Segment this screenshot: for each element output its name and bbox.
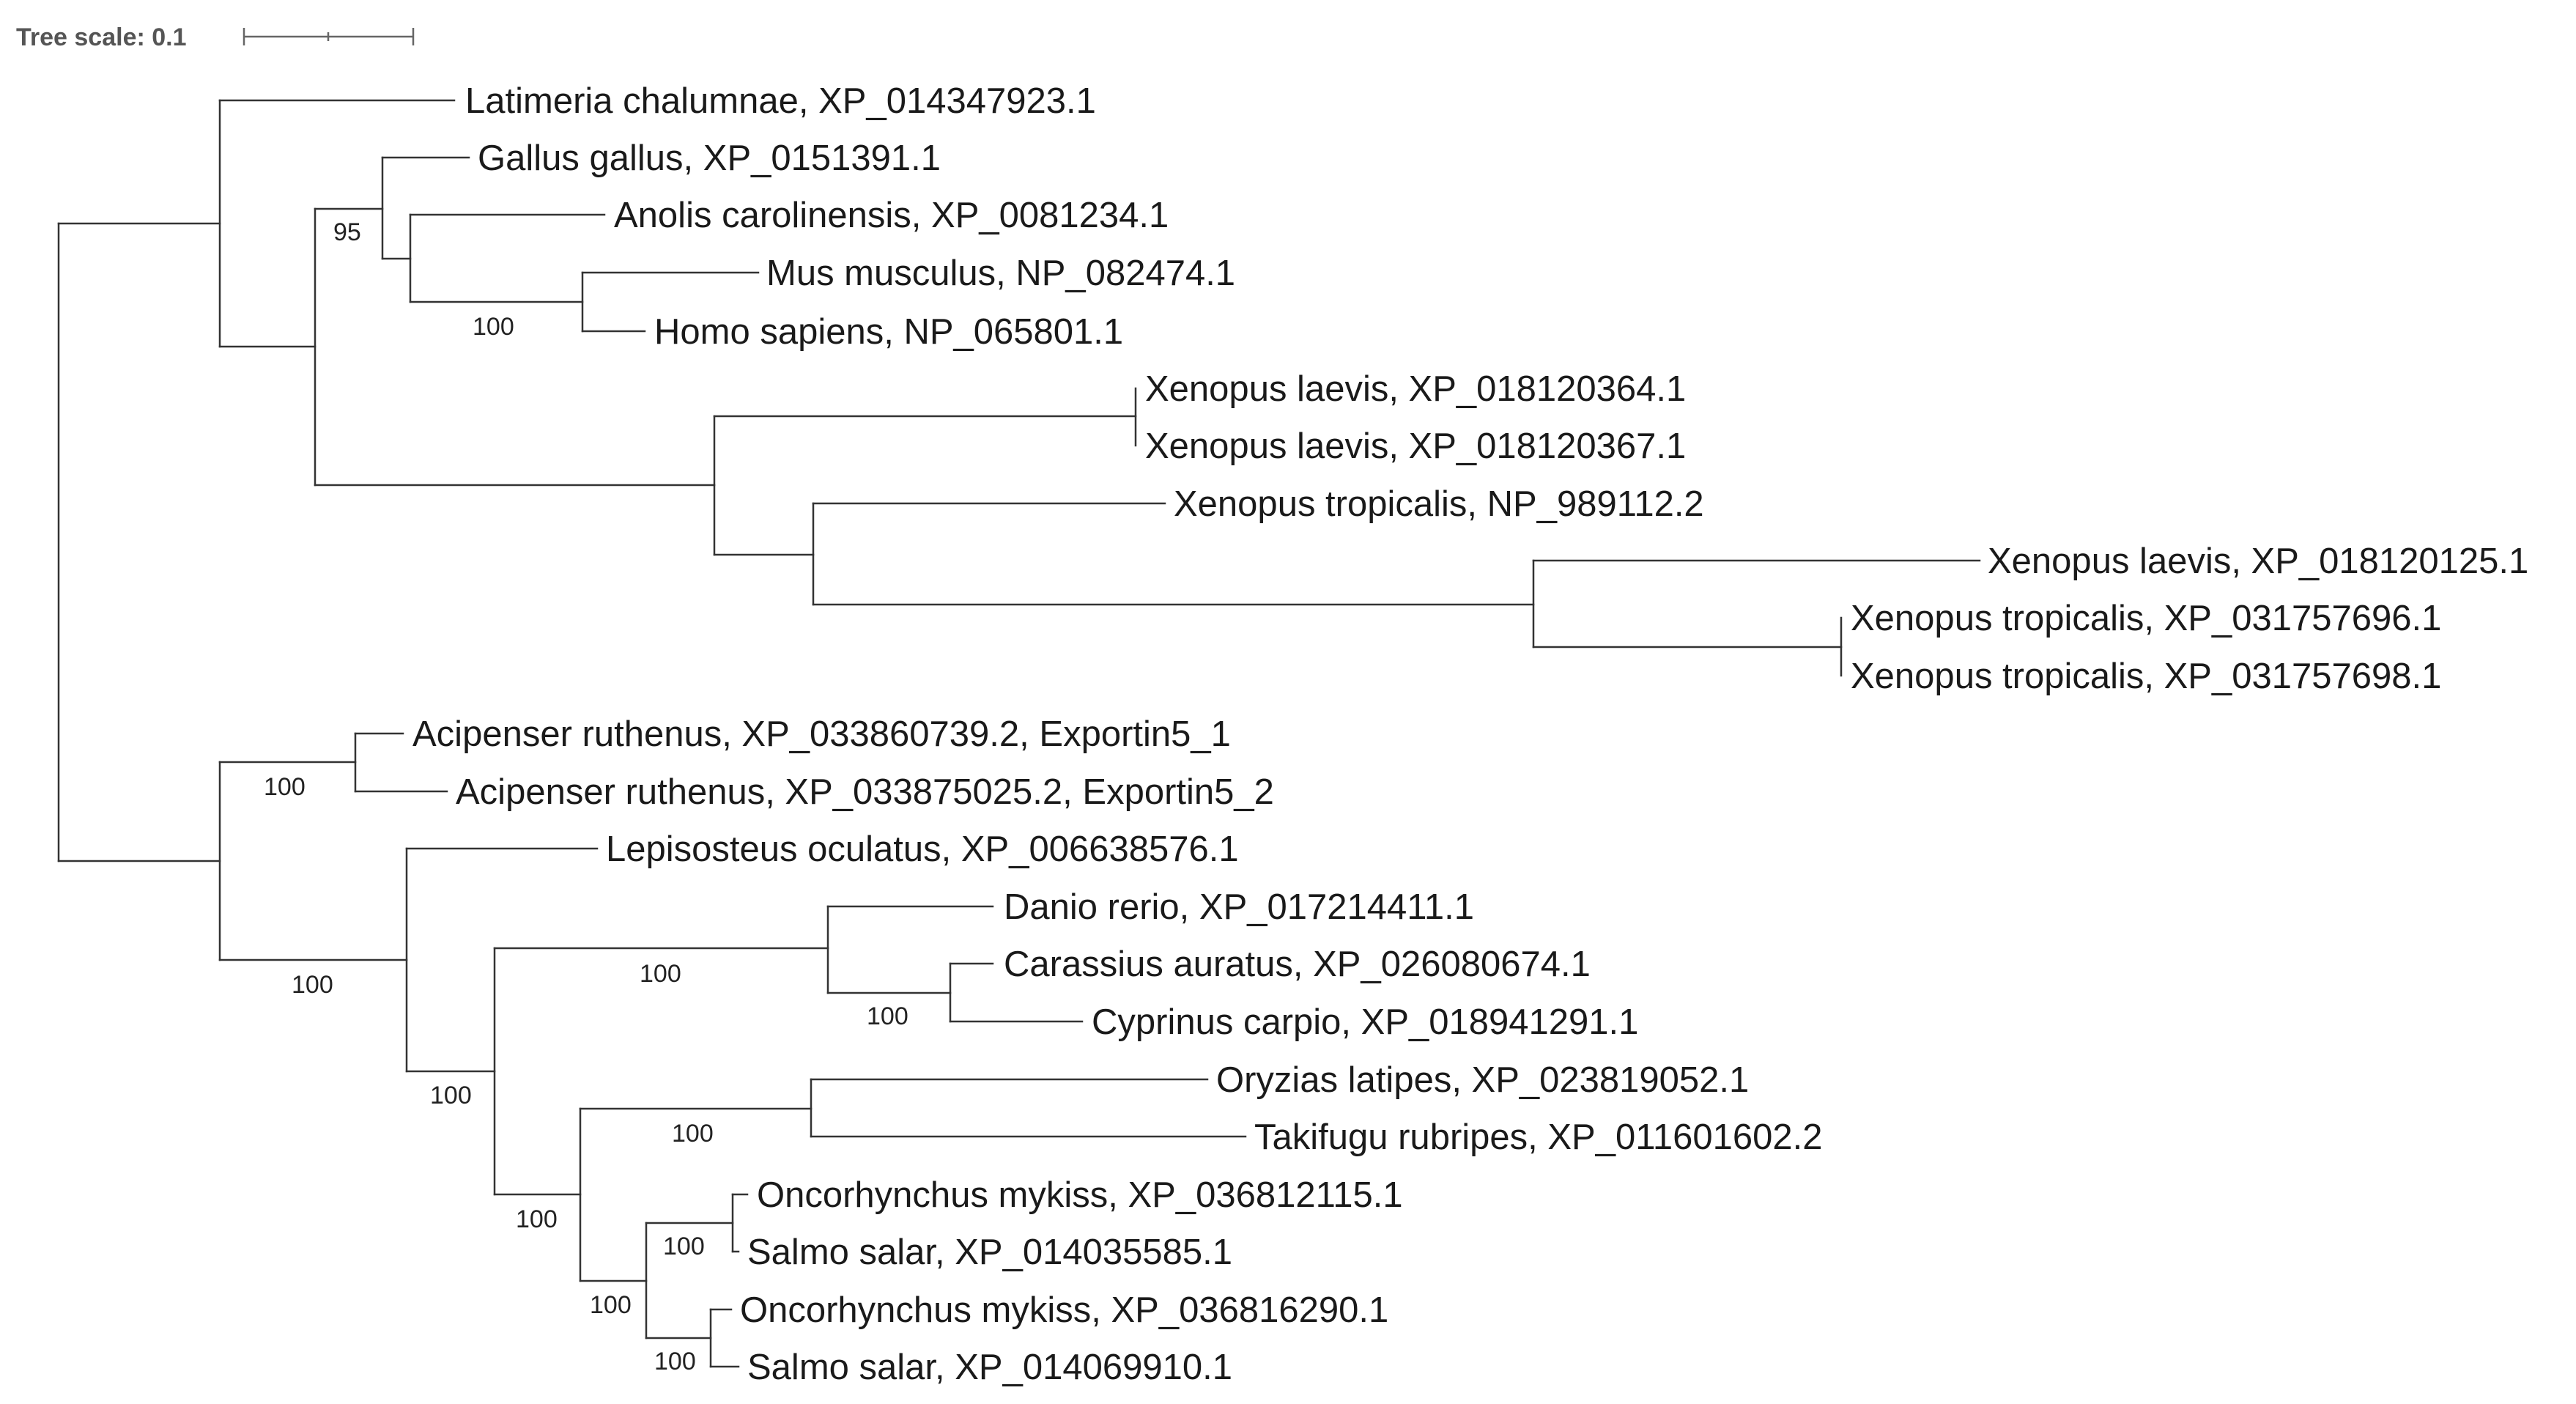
support-labels: 95 100 100 100 100 100 100 100 100 100 1…: [264, 218, 908, 1375]
leaf-label: Salmo salar, XP_014069910.1: [747, 1348, 1232, 1387]
leaf-labels: Latimeria chalumnae, XP_014347923.1 Gall…: [412, 81, 2528, 1387]
support-value: 100: [292, 971, 333, 999]
support-value: 100: [663, 1233, 705, 1260]
support-value: 100: [590, 1291, 632, 1319]
leaf-label: Acipenser ruthenus, XP_033860739.2, Expo…: [412, 714, 1231, 754]
support-value: 100: [672, 1120, 714, 1148]
leaf-label: Xenopus tropicalis, XP_031757696.1: [1851, 599, 2441, 638]
leaf-label: Oncorhynchus mykiss, XP_036812115.1: [757, 1175, 1403, 1215]
leaf-label: Danio rerio, XP_017214411.1: [1004, 887, 1474, 927]
support-value: 100: [430, 1082, 472, 1109]
tree-scale: Tree scale: 0.1: [16, 23, 415, 51]
leaf-label: Oncorhynchus mykiss, XP_036816290.1: [740, 1290, 1388, 1330]
leaf-label: Xenopus laevis, XP_018120125.1: [1988, 542, 2528, 581]
support-value: 100: [473, 313, 514, 341]
support-value: 100: [516, 1205, 558, 1233]
leaf-label: Lepisosteus oculatus, XP_006638576.1: [606, 830, 1239, 869]
tree-branches: [57, 99, 1981, 1368]
leaf-label: Takifugu rubripes, XP_011601602.2: [1254, 1117, 1822, 1157]
leaf-label: Xenopus laevis, XP_018120364.1: [1145, 369, 1686, 409]
support-value: 100: [654, 1348, 696, 1375]
leaf-label: Mus musculus, NP_082474.1: [766, 254, 1235, 293]
leaf-label: Xenopus tropicalis, XP_031757698.1: [1851, 657, 2441, 696]
leaf-label: Gallus gallus, XP_0151391.1: [478, 138, 941, 178]
tree-scale-label: Tree scale: 0.1: [16, 23, 187, 51]
leaf-label: Acipenser ruthenus, XP_033875025.2, Expo…: [456, 772, 1274, 812]
support-value: 100: [640, 960, 681, 988]
leaf-label: Carassius auratus, XP_026080674.1: [1004, 945, 1591, 984]
leaf-label: Cyprinus carpio, XP_018941291.1: [1092, 1002, 1638, 1042]
leaf-label: Latimeria chalumnae, XP_014347923.1: [465, 81, 1096, 121]
support-value: 100: [867, 1002, 908, 1030]
support-value: 95: [333, 218, 361, 246]
support-value: 100: [264, 773, 306, 801]
leaf-label: Xenopus tropicalis, NP_989112.2: [1174, 484, 1704, 524]
leaf-label: Xenopus laevis, XP_018120367.1: [1145, 426, 1686, 466]
leaf-label: Salmo salar, XP_014035585.1: [747, 1233, 1232, 1272]
leaf-label: Homo sapiens, NP_065801.1: [654, 312, 1123, 352]
leaf-label: Anolis carolinensis, XP_0081234.1: [614, 196, 1169, 235]
leaf-label: Oryzias latipes, XP_023819052.1: [1216, 1060, 1749, 1100]
